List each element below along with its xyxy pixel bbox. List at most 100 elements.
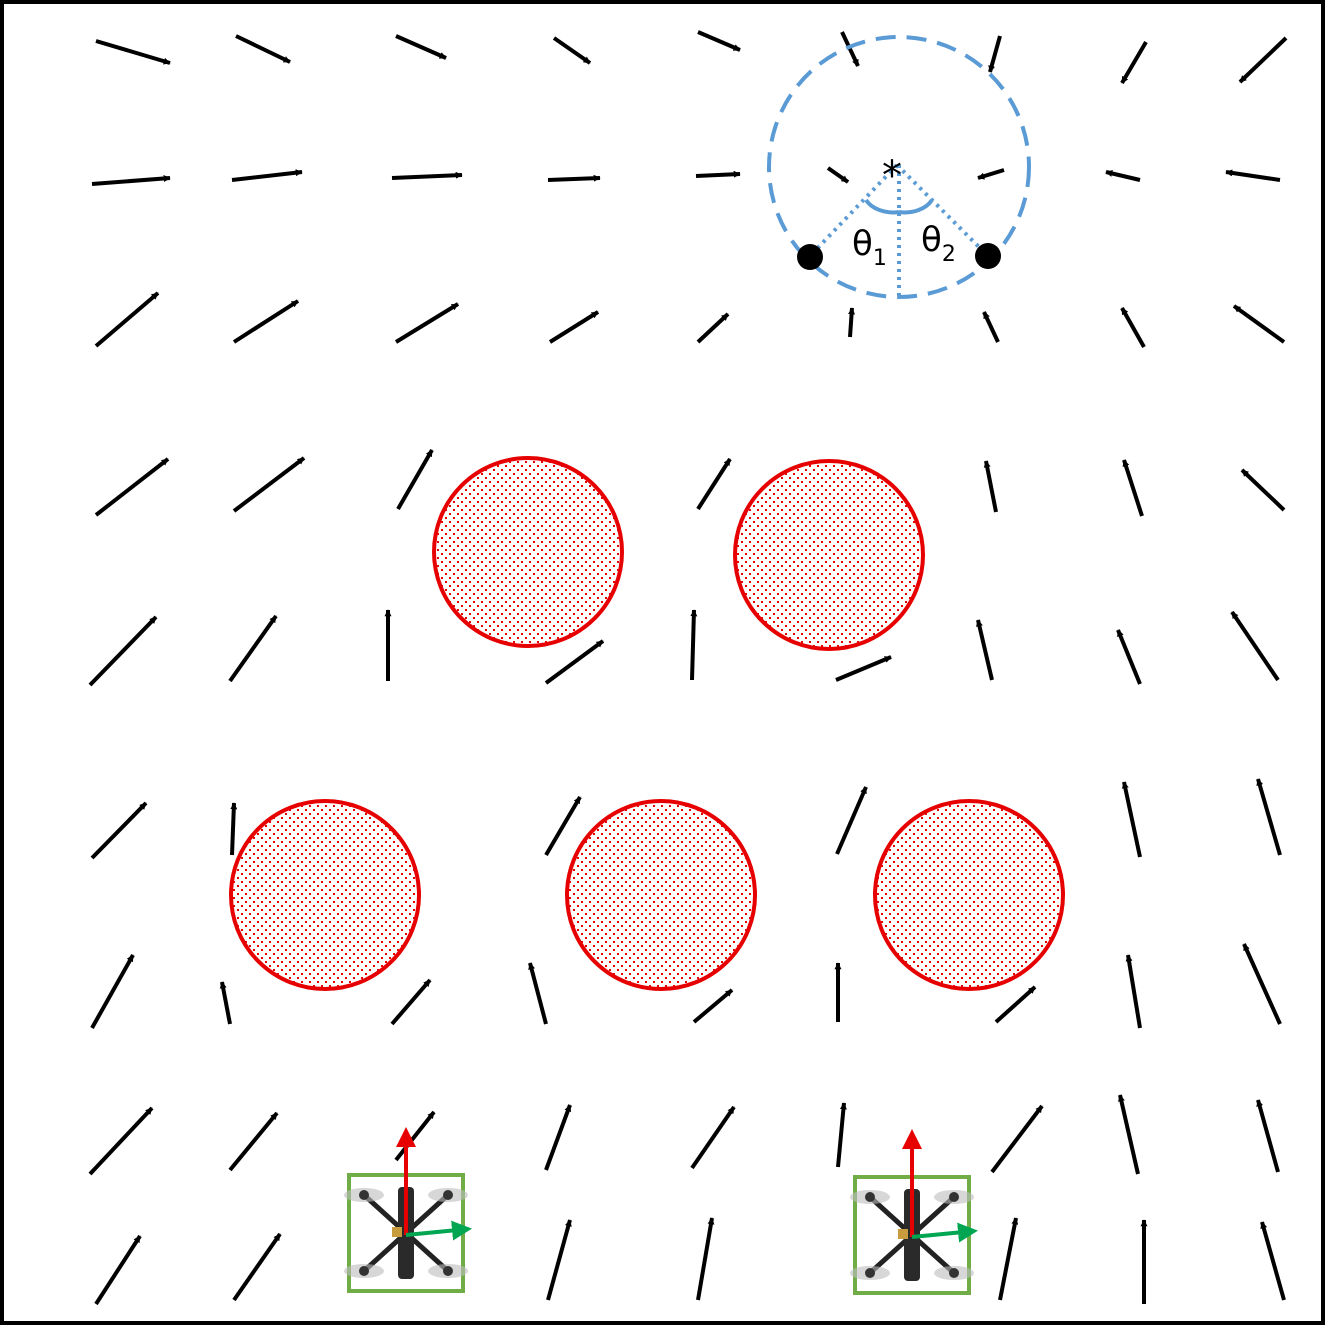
field-arrow-icon: [391, 171, 463, 180]
field-arrow-icon: [1120, 307, 1146, 348]
obstacle: [565, 799, 757, 991]
field-arrow-icon: [548, 310, 600, 344]
quadrotor-icon: [344, 1127, 472, 1293]
field-arrow-icon: [848, 307, 856, 338]
field-arrow-icon: [394, 302, 460, 344]
field-arrow-icon: [90, 801, 148, 860]
field-arrow-icon: [228, 1111, 279, 1172]
field-arrow-icon: [697, 30, 741, 52]
field-arrow-icon: [94, 291, 160, 348]
drone-motor: [865, 1192, 875, 1202]
field-arrow-icon: [990, 1104, 1044, 1174]
obstacles: [229, 456, 1065, 991]
field-arrow-icon: [994, 985, 1037, 1024]
field-arrow-icon: [998, 1217, 1019, 1301]
field-arrow-icon: [396, 449, 434, 510]
field-arrow-icon: [390, 978, 432, 1026]
field-arrow-icon: [544, 795, 582, 857]
field-arrow-icon: [544, 1104, 572, 1171]
field-arrow-icon: [552, 36, 592, 65]
field-arrow-icon: [1242, 943, 1282, 1025]
angle-arc-1: [864, 198, 900, 215]
field-arrow-icon: [395, 34, 447, 60]
field-arrow-icon: [1116, 629, 1142, 685]
field-arrow-icon: [696, 457, 732, 511]
field-arrow-icon: [1225, 169, 1281, 182]
drone-camera: [392, 1227, 402, 1237]
field-arrow-icon: [692, 988, 734, 1024]
field-arrow-icon: [228, 614, 278, 683]
field-arrow-icon: [983, 460, 998, 513]
field-arrow-icon: [835, 655, 892, 682]
field-arrow-icon: [1105, 170, 1141, 182]
field-arrow-icon: [1240, 468, 1286, 512]
field-arrow-icon: [840, 31, 860, 67]
field-arrow-icon: [1125, 954, 1142, 1029]
field-arrow-icon: [394, 1110, 436, 1162]
field-arrow-icon: [235, 34, 291, 64]
formation-point-2: [975, 243, 1001, 269]
field-arrow-icon: [230, 802, 238, 856]
drone-motor: [949, 1192, 959, 1202]
goal-circle: [767, 35, 1031, 299]
field-arrow-icon: [88, 1106, 154, 1176]
field-arrow-icon: [544, 639, 605, 685]
field-arrow-icon: [836, 1102, 847, 1168]
drone-motor: [359, 1190, 369, 1200]
field-arrow-icon: [1232, 304, 1286, 344]
theta2-label: θ2: [921, 220, 956, 267]
field-arrow-icon: [1260, 1221, 1286, 1301]
field-arrow-icon: [826, 166, 850, 184]
goal-marker: *: [882, 153, 902, 199]
field-arrow-icon: [91, 174, 171, 186]
field-arrow-icon: [94, 1234, 142, 1306]
field-arrow-icon: [232, 299, 300, 344]
field-arrow-icon: [1256, 778, 1282, 856]
field-arrow-icon: [547, 174, 601, 182]
field-arrow-icon: [690, 609, 698, 681]
obstacle: [733, 459, 925, 651]
obstacle: [873, 799, 1065, 991]
field-arrow-icon: [232, 1232, 282, 1302]
field-arrow-icon: [977, 168, 1005, 180]
field-arrow-icon: [1256, 1099, 1280, 1173]
lateral-arrow-icon: [405, 1220, 472, 1241]
angle-arc-2: [898, 198, 934, 215]
drones: [344, 1127, 978, 1295]
formation-point-1: [797, 244, 823, 270]
field-arrow-icon: [982, 311, 1000, 343]
radius-line-2: [895, 163, 990, 258]
field-arrow-icon: [988, 35, 1002, 73]
field-arrow-icon: [232, 456, 306, 513]
field-arrow-icon: [690, 1105, 736, 1170]
vector-field: [88, 30, 1288, 1306]
field-arrow-icon: [94, 457, 170, 517]
field-arrow-icon: [528, 962, 548, 1025]
field-arrow-icon: [95, 39, 171, 65]
quadrotor-icon: [850, 1129, 978, 1295]
lateral-arrow-icon: [911, 1222, 978, 1243]
field-arrow-icon: [90, 954, 135, 1029]
field-arrow-icon: [231, 169, 303, 182]
drone-motor: [359, 1266, 369, 1276]
field-arrow-icon: [695, 170, 741, 178]
drone-motor: [865, 1268, 875, 1278]
field-arrow-icon: [88, 615, 158, 687]
obstacle: [229, 799, 421, 991]
theta1-label: θ1: [852, 224, 887, 271]
field-arrow-icon: [835, 786, 868, 855]
field-arrow-icon: [696, 1217, 715, 1301]
obstacle: [432, 456, 624, 648]
field-arrow-icon: [976, 619, 994, 681]
radius-line-1: [808, 163, 899, 258]
field-arrow-icon: [1120, 40, 1148, 85]
field-arrow-icon: [1121, 781, 1142, 858]
field-arrow-icon: [1230, 610, 1280, 682]
field-arrow-icon: [546, 1219, 572, 1301]
drone-motor: [443, 1266, 453, 1276]
drone-camera: [898, 1229, 908, 1239]
field-arrow-icon: [219, 981, 232, 1025]
drone-motor: [949, 1268, 959, 1278]
